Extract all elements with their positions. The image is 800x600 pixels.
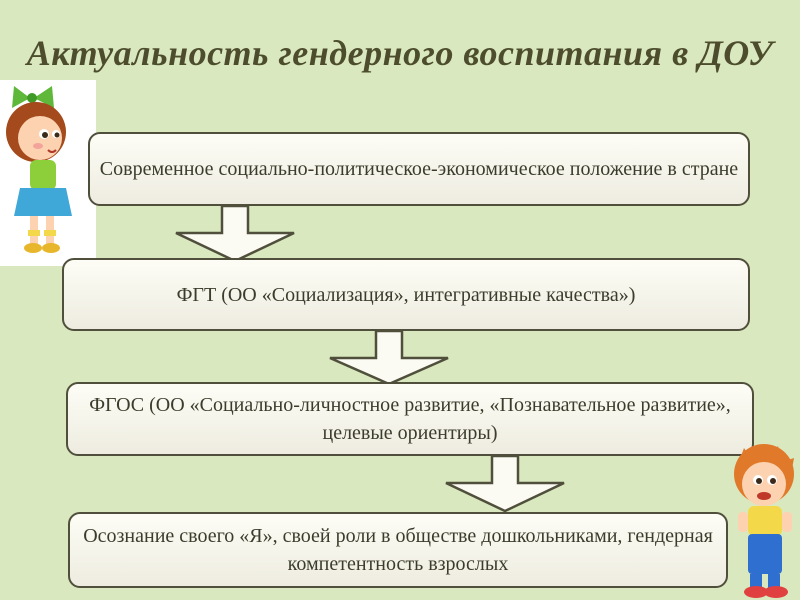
flow-box-3-text: ФГОС (ОО «Социально-личностное развитие,… <box>89 394 731 444</box>
flow-box-1: Современное социально-политическое-эконо… <box>88 132 750 206</box>
down-arrow-icon <box>445 455 565 513</box>
flow-box-4-text: Осознание своего «Я», своей роли в общес… <box>83 525 713 575</box>
slide-title: Актуальность гендерного воспитания в ДОУ <box>26 33 774 73</box>
flow-box-4: Осознание своего «Я», своей роли в общес… <box>68 512 728 588</box>
flow-box-3: ФГОС (ОО «Социально-личностное развитие,… <box>66 382 754 456</box>
girl-illustration <box>0 80 96 266</box>
down-arrow-icon <box>175 205 295 263</box>
boy-illustration <box>734 444 794 598</box>
flow-box-1-text: Современное социально-политическое-эконо… <box>99 158 739 180</box>
down-arrow-icon <box>329 330 449 386</box>
flow-box-2-text: ФГТ (ОО «Социализация», интегративные ка… <box>176 283 636 306</box>
flow-box-2: ФГТ (ОО «Социализация», интегративные ка… <box>62 258 750 331</box>
